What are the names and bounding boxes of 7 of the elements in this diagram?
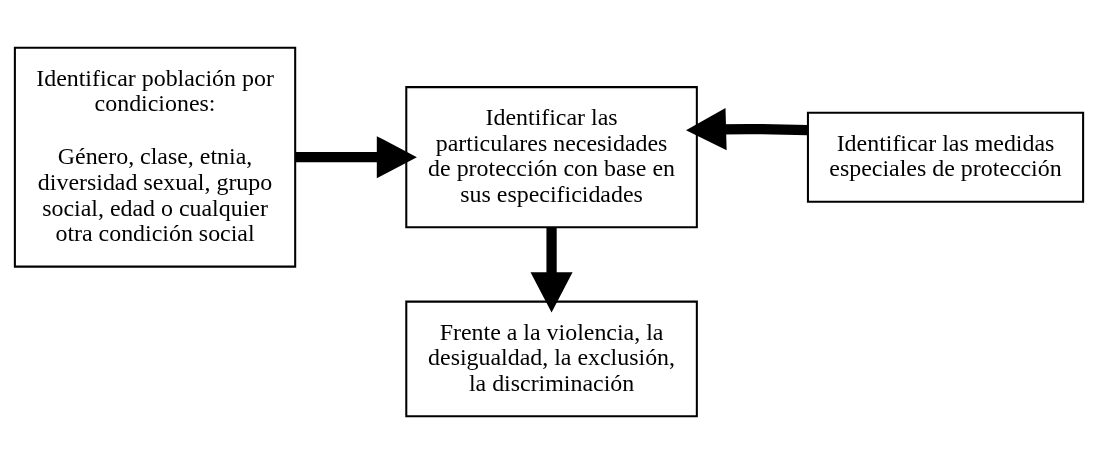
node-box: Frente a la violencia, la desigualdad, la exclusión, la discriminación bbox=[405, 300, 698, 418]
node-box: Identificar población por condiciones: Género, clase, etnia, diversidad sexual, grupo social, edad o cualquier otra condición social bbox=[13, 46, 297, 268]
arrow bbox=[530, 227, 573, 313]
node-box: Identificar las particulares necesidades de protección con base en sus especificidades bbox=[405, 86, 698, 229]
arrow bbox=[295, 136, 417, 179]
arrow bbox=[686, 108, 808, 151]
node-box: Identificar las medidas especiales de protección bbox=[806, 111, 1085, 203]
